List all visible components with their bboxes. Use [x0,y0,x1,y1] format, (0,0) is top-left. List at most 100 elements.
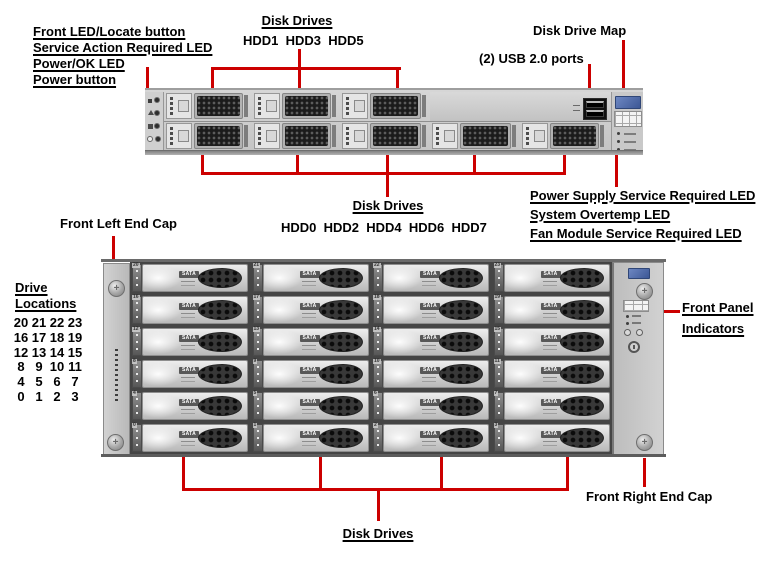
sun-logo [628,268,650,279]
server-left-labels: Front LED/Locate button Service Action R… [33,24,212,88]
drive-highlight [504,362,543,386]
drive-vent [559,268,604,288]
drive-edge-strip [422,125,426,147]
server-drive-tray [166,93,249,119]
sata-badge: SATA [540,335,561,342]
sun-logo [615,96,641,109]
power-icon [147,136,153,142]
array-drive-tray: SATA 14 [373,326,489,356]
drive-location-number: 23 [67,315,83,330]
drive-location-number: 19 [67,329,83,345]
server-drive-tray [342,93,427,119]
drive-grille [282,93,331,119]
callout-left-labels-line [146,67,149,93]
drive-led-strip [252,296,263,324]
label-power-supply-service-required-led: Power Supply Service Required LED [530,188,756,203]
indicator-ring-1 [624,329,631,336]
label-system-overtemp-led: System Overtemp LED [530,207,671,222]
server-drive-tray [254,123,337,149]
drive-led-strip [373,264,383,292]
callout-usb-line [588,64,591,96]
drive-highlight [263,298,302,322]
drive-highlight [263,426,302,450]
array-right-panel: + + [612,262,664,456]
drive-face: SATA [142,360,248,388]
label-drive-locations: Drive Locations [15,280,76,312]
drive-face: SATA [383,360,489,388]
drive-slot-number: 9 [252,358,258,364]
drive-vent [198,428,242,448]
callout-top-bracket [211,67,401,70]
usb-icon [573,105,580,111]
sata-badge: SATA [420,335,440,342]
drive-location-number: 11 [68,359,82,375]
label-power-button: Power button [33,72,117,87]
drive-face: SATA [262,392,369,420]
drive-slot-number: 22 [373,262,381,268]
sata-badge: SATA [179,335,199,342]
drive-face: SATA [383,424,489,452]
drive-face: SATA [262,296,369,324]
drive-face: SATA [383,328,489,356]
server-left-ear [145,92,164,150]
callout-drive-map-line [622,40,625,111]
power-button-icon [628,341,640,353]
drive-highlight [504,426,543,450]
drive-highlight [143,426,181,450]
callout-bottom-bracket [201,172,566,175]
drive-location-number: 22 [49,315,65,330]
sata-badge: SATA [540,367,561,374]
drive-grille [370,123,421,149]
power-supply-service-required-led [617,132,639,136]
drive-slot-number: 3 [493,422,499,428]
drive-vent [318,332,363,352]
drive-location-number: 17 [31,329,47,345]
sata-badge: SATA [179,399,199,406]
callout-bottom-stem [386,175,389,197]
callout-array-tick-1 [182,457,185,488]
drive-led-strip [132,328,142,356]
drive-capacity-text [301,377,316,382]
drive-led-strip [493,264,504,292]
drive-latch-block [254,93,280,119]
drive-latch-button [534,130,545,142]
drive-vent [318,268,363,288]
drive-vent [439,364,483,384]
label-disk-drives-middle: Disk Drives [352,198,424,213]
sata-badge: SATA [540,399,561,406]
drive-vent [559,396,604,416]
front-panel-indicators-line2: Indicators [682,321,745,336]
system-overtemp-led [617,140,639,144]
drive-capacity-text [422,377,436,382]
drive-led-strip [373,424,383,452]
label-usb-ports: (2) USB 2.0 ports [479,51,584,66]
label-hdd-odd-list: HDD1 HDD3 HDD5 [243,33,364,48]
sata-badge: SATA [540,271,561,278]
drive-slot-number: 8 [132,358,137,364]
drive-edge-strip [244,125,248,147]
label-disk-drives-top: Disk Drives [261,13,333,28]
drive-grille [194,123,243,149]
server-drive-tray [432,123,517,149]
callout-bottom-tick-1 [201,152,204,174]
drive-location-number: 20 [13,315,29,330]
drive-face: SATA [383,264,489,292]
callout-bottom-tick-4 [473,152,476,174]
label-service-action-required-led: Service Action Required LED [33,40,213,55]
drive-locations-title-line1: Drive [15,280,48,295]
drive-led-strip [132,424,142,452]
drive-latch-button [354,130,365,142]
server-front [145,88,643,155]
drive-location-number: 10 [49,359,65,375]
drive-latch-button [178,130,189,142]
drive-slot-number: 21 [252,262,261,268]
callout-bottom-tick-2 [296,152,299,174]
drive-slot-number: 14 [373,326,381,332]
drive-vent [559,364,604,384]
